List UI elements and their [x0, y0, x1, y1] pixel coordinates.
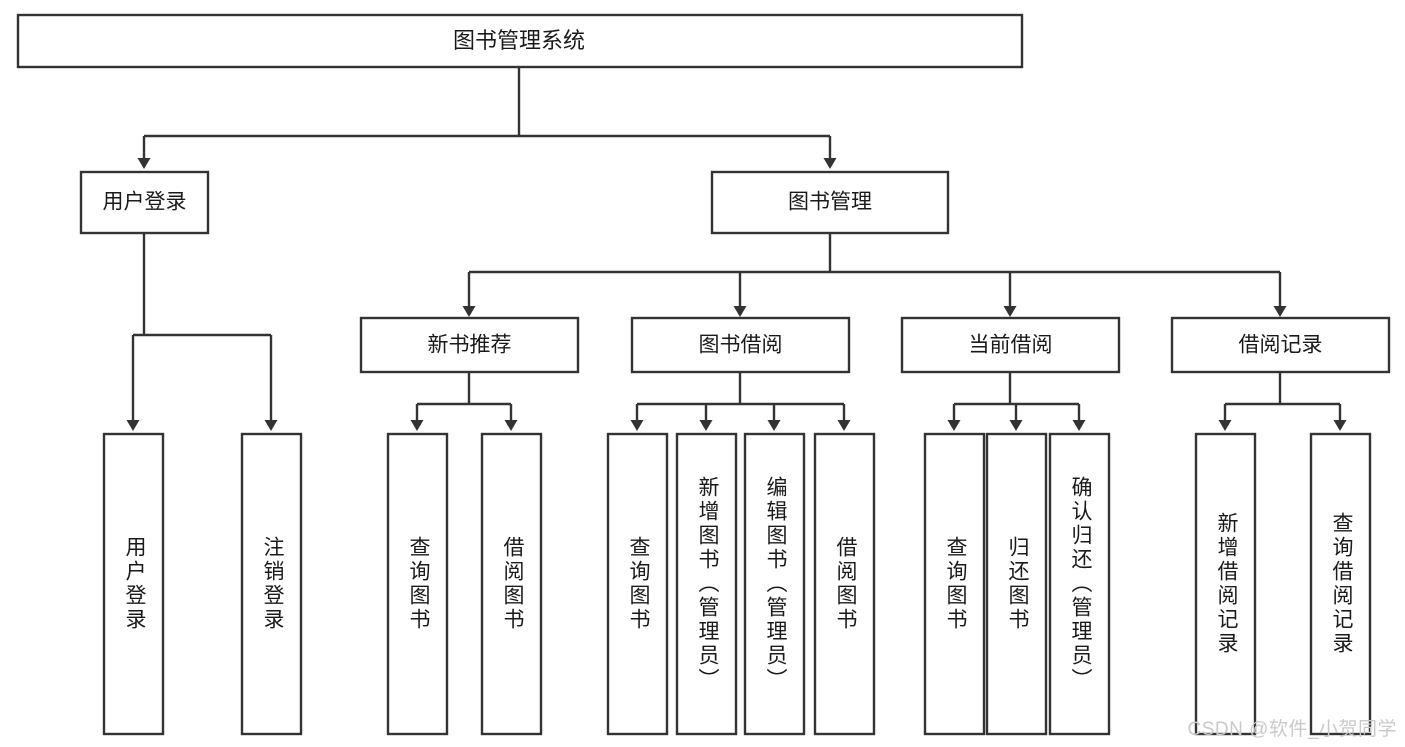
node-borrow-record[interactable]: 借阅记录 [1170, 316, 1391, 374]
node-book-borrow[interactable]: 图书借阅 [630, 316, 851, 374]
node-new-book-recommend[interactable]: 新书推荐 [359, 316, 580, 374]
node-user-login-label: 用户登录 [103, 191, 187, 214]
node-leaf-query-book-1-label: 查询图书 [407, 536, 431, 632]
node-leaf-query-record-label: 查询借阅记录 [1330, 512, 1354, 656]
node-leaf-borrow-book-2[interactable]: 借阅图书 [813, 432, 876, 736]
node-book-borrow-box[interactable] [630, 316, 851, 374]
node-leaf-borrow-book-2-box[interactable] [813, 432, 876, 736]
node-leaf-query-book-2[interactable]: 查询图书 [606, 432, 669, 736]
node-leaf-user-login-label: 用户登录 [123, 536, 147, 632]
csdn-watermark: CSDN @软件_小贺同学 [1187, 719, 1397, 740]
node-leaf-confirm-return-box[interactable] [1048, 432, 1111, 736]
node-leaf-query-book-3[interactable]: 查询图书 [923, 432, 986, 736]
node-leaf-user-login[interactable]: 用户登录 [102, 432, 165, 736]
node-leaf-edit-book-label: 编辑图书（管理员） [764, 476, 788, 692]
node-leaf-edit-book-box[interactable] [743, 432, 806, 736]
node-root[interactable]: 图书管理系统 [16, 13, 1024, 69]
node-leaf-add-record-label: 新增借阅记录 [1215, 512, 1239, 656]
node-leaf-add-book-label: 新增图书（管理员） [696, 476, 720, 692]
node-borrow-record-box[interactable] [1170, 316, 1391, 374]
node-leaf-borrow-book-1[interactable]: 借阅图书 [480, 432, 543, 736]
node-leaf-borrow-book-1-label: 借阅图书 [501, 536, 525, 632]
node-leaf-add-book[interactable]: 新增图书（管理员） [675, 432, 738, 736]
node-root-label: 图书管理系统 [453, 28, 585, 53]
node-leaf-return-book-label: 归还图书 [1006, 536, 1030, 632]
node-leaf-query-book-2-label: 查询图书 [627, 536, 651, 632]
node-user-login-box[interactable] [79, 170, 210, 235]
node-current-borrow[interactable]: 当前借阅 [900, 316, 1121, 374]
node-leaf-query-book-3-label: 查询图书 [944, 536, 968, 632]
node-borrow-record-label: 借阅记录 [1239, 334, 1323, 357]
node-leaf-logout-label: 注销登录 [261, 536, 285, 632]
node-leaf-query-book-1-box[interactable] [386, 432, 449, 736]
node-leaf-query-record[interactable]: 查询借阅记录 [1309, 432, 1372, 736]
node-leaf-edit-book[interactable]: 编辑图书（管理员） [743, 432, 806, 736]
node-current-borrow-label: 当前借阅 [969, 334, 1053, 357]
node-leaf-borrow-book-2-label: 借阅图书 [834, 536, 858, 632]
node-leaf-confirm-return-label: 确认归还（管理员） [1069, 476, 1093, 692]
node-new-book-recommend-label: 新书推荐 [428, 334, 512, 357]
node-leaf-query-book-1[interactable]: 查询图书 [386, 432, 449, 736]
node-book-manage[interactable]: 图书管理 [710, 170, 950, 235]
node-leaf-user-login-box[interactable] [102, 432, 165, 736]
node-leaf-confirm-return[interactable]: 确认归还（管理员） [1048, 432, 1111, 736]
node-leaf-logout[interactable]: 注销登录 [240, 432, 303, 736]
node-leaf-borrow-book-1-box[interactable] [480, 432, 543, 736]
node-leaf-add-record-box[interactable] [1194, 432, 1257, 736]
node-leaf-query-book-2-box[interactable] [606, 432, 669, 736]
node-leaf-return-book-box[interactable] [985, 432, 1048, 736]
node-leaf-add-record[interactable]: 新增借阅记录 [1194, 432, 1257, 736]
node-root-box[interactable] [16, 13, 1024, 69]
node-book-manage-box[interactable] [710, 170, 950, 235]
node-user-login[interactable]: 用户登录 [79, 170, 210, 235]
node-leaf-query-book-3-box[interactable] [923, 432, 986, 736]
node-current-borrow-box[interactable] [900, 316, 1121, 374]
connector-layer [126, 67, 1347, 431]
node-leaf-logout-box[interactable] [240, 432, 303, 736]
node-leaf-return-book[interactable]: 归还图书 [985, 432, 1048, 736]
node-book-borrow-label: 图书借阅 [699, 334, 783, 357]
node-book-manage-label: 图书管理 [788, 191, 872, 214]
node-new-book-recommend-box[interactable] [359, 316, 580, 374]
node-leaf-add-book-box[interactable] [675, 432, 738, 736]
node-leaf-query-record-box[interactable] [1309, 432, 1372, 736]
